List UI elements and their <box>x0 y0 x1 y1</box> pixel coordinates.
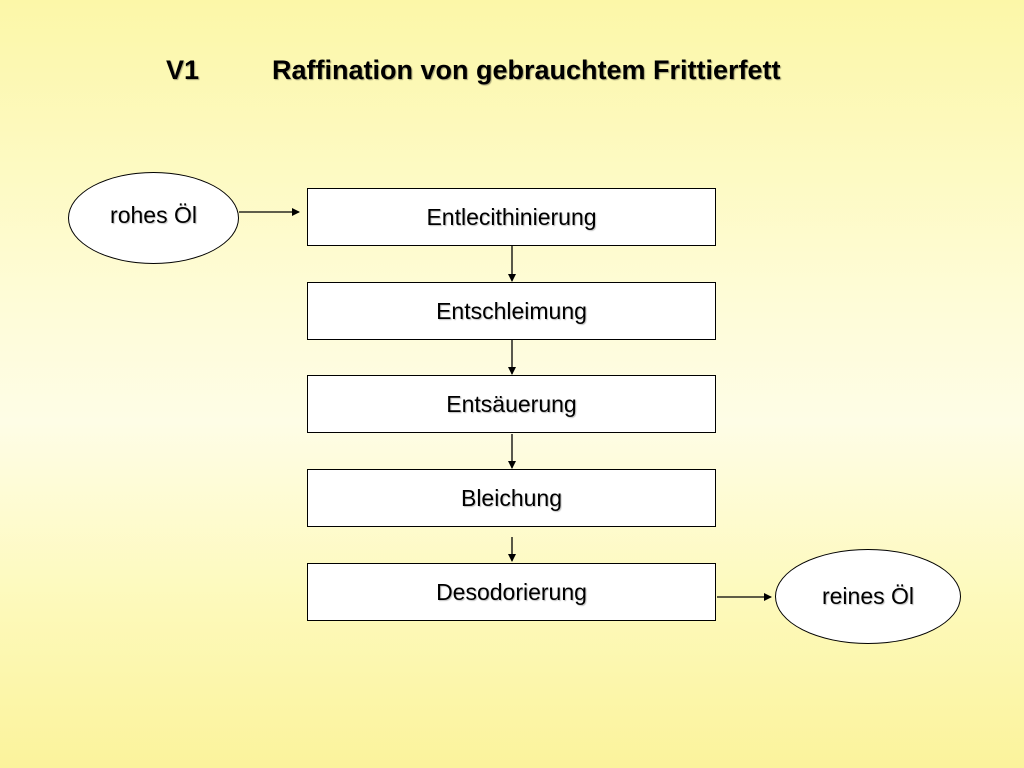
step-box-entschleimung: Entschleimung <box>307 282 716 340</box>
output-node-pure-oil: reines Öl <box>775 549 961 644</box>
input-node-raw-oil: rohes Öl <box>68 172 239 264</box>
title-text: Raffination von gebrauchtem Frittierfett <box>272 55 781 85</box>
output-node-label: reines Öl <box>821 583 915 609</box>
step-label: Entsäuerung <box>446 390 577 417</box>
step-box-entsaeuerung: Entsäuerung <box>307 375 716 433</box>
step-label: Desodorierung <box>436 578 587 605</box>
step-label: Entschleimung <box>436 297 587 324</box>
input-node-label: rohes Öl <box>110 201 197 228</box>
step-box-bleichung: Bleichung <box>307 469 716 527</box>
step-label: Entlecithinierung <box>426 203 597 230</box>
slide-title: V1 Raffination von gebrauchtem Frittierf… <box>0 55 1024 91</box>
step-label: Bleichung <box>460 484 563 511</box>
step-box-entlecithinierung: Entlecithinierung <box>307 188 716 246</box>
step-box-desodorierung: Desodorierung <box>307 563 716 621</box>
title-number: V1 <box>166 55 200 85</box>
